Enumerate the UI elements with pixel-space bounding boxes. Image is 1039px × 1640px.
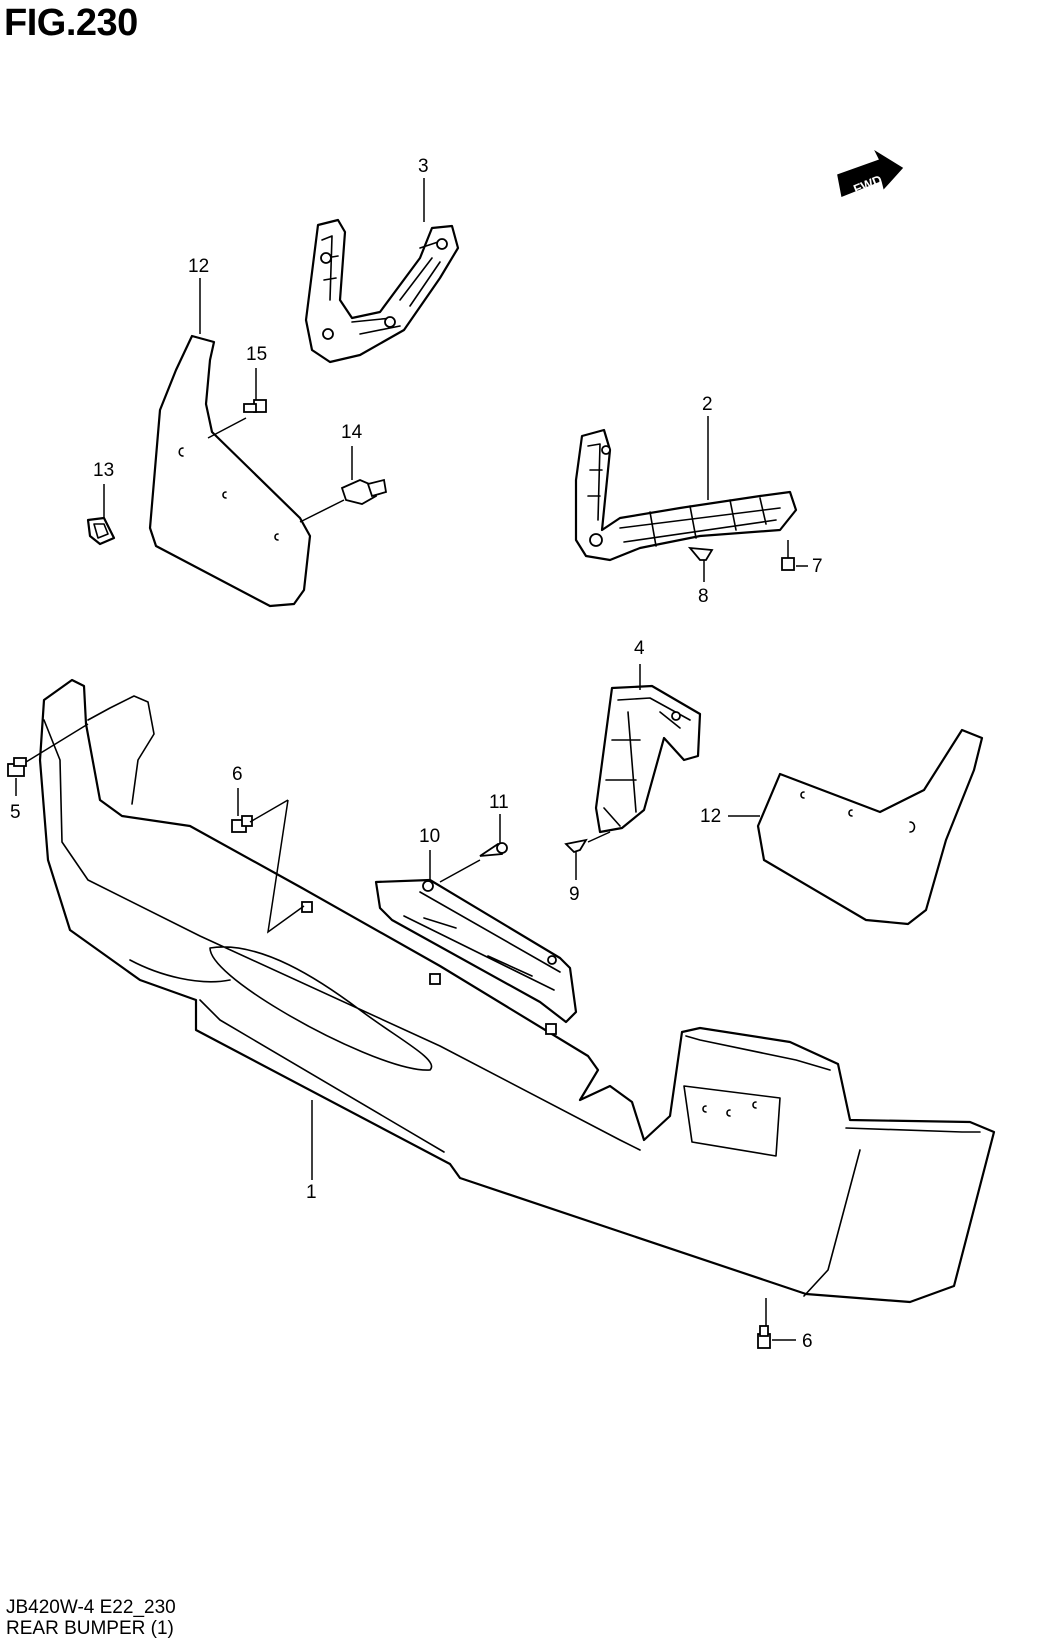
part-3-upper-bracket: [304, 218, 460, 364]
callout-4: 4: [634, 638, 645, 659]
callout-12-right: 12: [700, 806, 721, 827]
callout-15: 15: [246, 344, 267, 365]
part-2-right-bracket: [574, 428, 798, 562]
callout-2: 2: [702, 394, 713, 415]
callout-12-left: 12: [188, 256, 209, 277]
callout-14: 14: [341, 422, 363, 443]
callout-1: 1: [306, 1182, 317, 1203]
part-14-push-clip: [340, 478, 388, 505]
part-12-mud-flap-right: [756, 728, 984, 926]
callout-13: 13: [93, 460, 114, 481]
part-15-bolt: [243, 399, 267, 413]
callout-9: 9: [569, 884, 580, 905]
leader-lines: [15, 178, 808, 1341]
part-7-bolt: [781, 557, 795, 571]
part-6-bolt-upper: [231, 815, 253, 833]
part-4-vertical-bracket: [594, 684, 702, 834]
callout-7: 7: [812, 556, 823, 577]
part-13-nut-clip: [86, 516, 116, 546]
part-8-screw: [687, 546, 714, 561]
fwd-arrow-icon: FWD: [837, 149, 904, 198]
callout-5: 5: [10, 802, 21, 823]
callout-3: 3: [418, 156, 429, 177]
part-6-bolt-lower: [757, 1325, 771, 1349]
figure-title: FIG.230: [4, 2, 138, 44]
callout-10: 10: [419, 826, 440, 847]
callout-6-upper: 6: [232, 764, 243, 785]
part-9-screw: [564, 838, 588, 854]
part-12-mud-flap-left: [148, 334, 312, 608]
part-11-screw: [479, 842, 508, 857]
callout-labels: 3 12 15 14 13 2 8 7 4 9 11 10 12 5 6 1 6: [10, 156, 823, 1352]
callout-11: 11: [489, 792, 509, 813]
callout-6-lower: 6: [802, 1331, 813, 1352]
part-10-reinforcement-bar: [374, 878, 578, 1024]
part-1-rear-bumper: [38, 678, 996, 1304]
part-5-bolt: [7, 757, 27, 777]
diagram-code: JB420W-4 E22_230: [6, 1597, 176, 1618]
callout-8: 8: [698, 586, 709, 607]
diagram-caption: REAR BUMPER (1): [6, 1618, 174, 1639]
